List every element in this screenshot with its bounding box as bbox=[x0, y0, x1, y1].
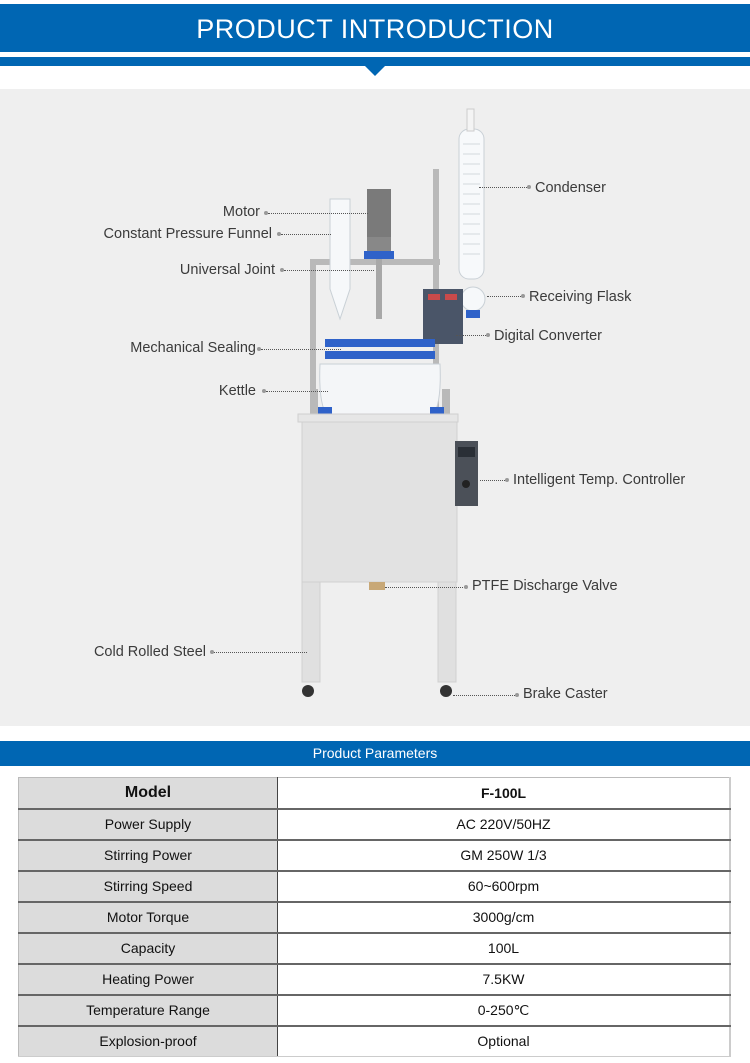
leader-dot bbox=[505, 478, 509, 482]
header-divider bbox=[0, 57, 750, 66]
label-intelligent-temp-controller: Intelligent Temp. Controller bbox=[513, 472, 686, 488]
leader-line bbox=[268, 213, 368, 214]
label-mechanical-sealing: Mechanical Sealing bbox=[130, 340, 256, 356]
product-diagram: Motor Constant Pressure Funnel Universal… bbox=[0, 89, 750, 726]
param-key: Heating Power bbox=[18, 963, 278, 996]
leader-line bbox=[453, 695, 515, 696]
leader-dot bbox=[277, 232, 281, 236]
leader-line bbox=[385, 587, 465, 588]
leader-line bbox=[487, 296, 521, 297]
leader-dot bbox=[257, 347, 261, 351]
leader-line bbox=[214, 652, 307, 653]
reactor-illustration bbox=[297, 108, 486, 697]
param-key: Temperature Range bbox=[18, 994, 278, 1027]
leader-dot bbox=[262, 389, 266, 393]
leader-line bbox=[456, 335, 486, 336]
leader-line bbox=[261, 349, 341, 350]
leader-line bbox=[284, 270, 374, 271]
leader-dot bbox=[464, 585, 468, 589]
down-arrow-icon bbox=[365, 66, 385, 76]
params-title: Product Parameters bbox=[0, 741, 750, 766]
label-ptfe-discharge-valve: PTFE Discharge Valve bbox=[472, 578, 618, 594]
param-value: 7.5KW bbox=[277, 963, 731, 996]
param-value: 100L bbox=[277, 932, 731, 965]
label-brake-caster: Brake Caster bbox=[523, 686, 608, 702]
section-title: PRODUCT INTRODUCTION bbox=[0, 4, 750, 52]
leader-dot bbox=[521, 294, 525, 298]
label-universal-joint: Universal Joint bbox=[179, 262, 275, 278]
leader-dot bbox=[527, 185, 531, 189]
param-key: Stirring Power bbox=[18, 839, 278, 872]
label-cold-rolled-steel: Cold Rolled Steel bbox=[93, 644, 206, 660]
param-key: Motor Torque bbox=[18, 901, 278, 934]
param-value: F-100L bbox=[277, 777, 731, 810]
leader-dot bbox=[264, 211, 268, 215]
param-value: 3000g/cm bbox=[277, 901, 731, 934]
leader-line bbox=[479, 187, 527, 188]
param-value: 60~600rpm bbox=[277, 870, 731, 903]
leader-line bbox=[281, 234, 331, 235]
param-key: Capacity bbox=[18, 932, 278, 965]
label-condenser: Condenser bbox=[535, 180, 606, 196]
label-kettle: Kettle bbox=[218, 383, 256, 399]
param-key: Model bbox=[18, 777, 278, 810]
label-constant-pressure-funnel: Constant Pressure Funnel bbox=[103, 226, 272, 242]
leader-dot bbox=[210, 650, 214, 654]
param-value: Optional bbox=[277, 1025, 731, 1057]
label-receiving-flask: Receiving Flask bbox=[529, 289, 632, 305]
leader-dot bbox=[486, 333, 490, 337]
param-key: Explosion-proof bbox=[18, 1025, 278, 1057]
leader-dot bbox=[515, 693, 519, 697]
label-digital-converter: Digital Converter bbox=[494, 328, 602, 344]
param-value: AC 220V/50HZ bbox=[277, 808, 731, 841]
param-value: 0-250℃ bbox=[277, 994, 731, 1027]
leader-line bbox=[266, 391, 328, 392]
param-key: Stirring Speed bbox=[18, 870, 278, 903]
param-key: Power Supply bbox=[18, 808, 278, 841]
param-value: GM 250W 1/3 bbox=[277, 839, 731, 872]
label-motor: Motor bbox=[222, 204, 260, 220]
leader-dot bbox=[280, 268, 284, 272]
leader-line bbox=[480, 480, 505, 481]
